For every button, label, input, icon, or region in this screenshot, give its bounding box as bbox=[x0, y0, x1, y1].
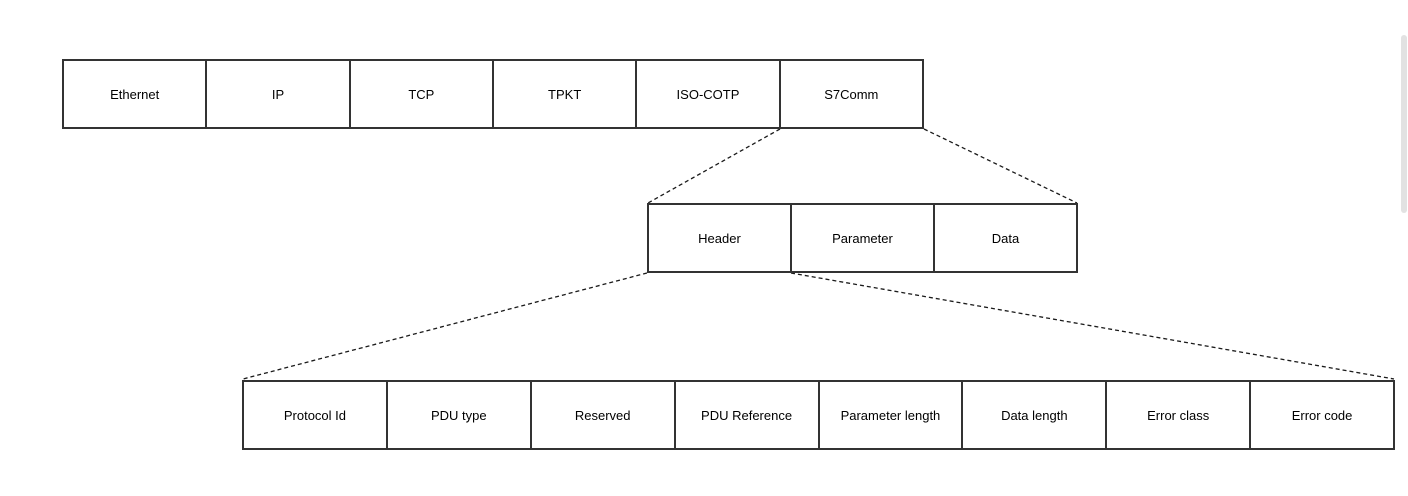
stack-cell-s7comm: S7Comm bbox=[778, 61, 922, 127]
stack-cell-ethernet: Ethernet bbox=[110, 86, 160, 102]
field-cell-reserved: Reserved bbox=[529, 382, 674, 448]
field-cell-data-length: Data length bbox=[961, 382, 1105, 448]
field-cell-parameter-length: Parameter length bbox=[817, 382, 962, 448]
field-cell-pdu-type: PDU type bbox=[385, 382, 530, 448]
structure-cell-header: Header bbox=[698, 230, 741, 246]
stack-cell-tcp: TCP bbox=[348, 61, 492, 127]
field-cell-error-code: Error code bbox=[1249, 382, 1393, 448]
stack-cell-ip: IP bbox=[205, 61, 348, 127]
connector-s7comm-to-structure-right bbox=[923, 128, 1078, 204]
field-cell-protocol-id: Protocol Id bbox=[283, 407, 347, 423]
field-cell-pdu-reference: PDU Reference bbox=[673, 382, 818, 448]
stack-cell-tpkt: TPKT bbox=[491, 61, 635, 127]
vertical-scrollbar-thumb[interactable] bbox=[1401, 35, 1407, 213]
structure-cell-parameter: Parameter bbox=[790, 205, 933, 271]
field-cell-error-class: Error class bbox=[1105, 382, 1249, 448]
stack-cell-iso-cotp: ISO-COTP bbox=[635, 61, 778, 127]
connector-header-to-fields-left bbox=[242, 272, 648, 380]
connector-s7comm-to-structure-left bbox=[647, 128, 781, 204]
connector-header-to-fields-right bbox=[790, 272, 1395, 380]
structure-cell-data: Data bbox=[933, 205, 1076, 271]
